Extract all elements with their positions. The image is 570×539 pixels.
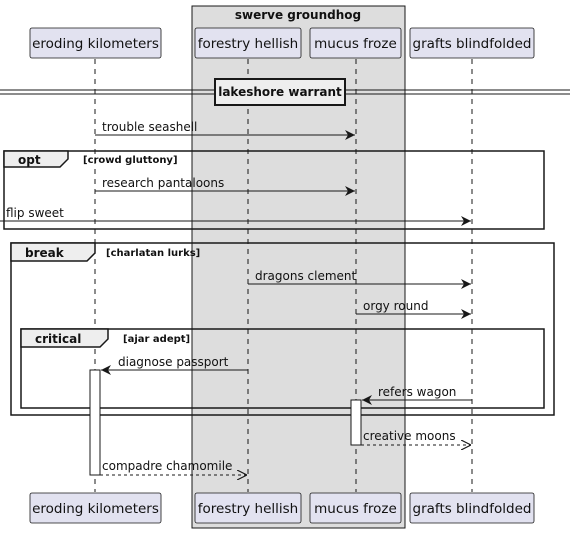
- fragment-condition: [ajar adept]: [123, 334, 190, 345]
- participant-forestry-bottom[interactable]: forestry hellish: [194, 492, 302, 524]
- message-refers-wagon: refers wagon: [362, 385, 472, 405]
- participant-label: grafts blindfolded: [413, 501, 532, 517]
- fragment-critical: critical [ajar adept]: [20, 328, 545, 409]
- fragment-opt: opt [crowd gluttony]: [3, 150, 545, 230]
- message-label: trouble seashell: [102, 120, 197, 134]
- message-orgy-round: orgy round: [356, 299, 471, 319]
- fragment-break: break [charlatan lurks]: [10, 242, 555, 416]
- fragment-kind: opt: [18, 153, 41, 167]
- message-label: creative moons: [363, 429, 456, 443]
- message-label: refers wagon: [378, 385, 456, 399]
- message-compadre-chamomile: compadre chamomile: [100, 459, 247, 475]
- fragment-kind: break: [25, 246, 65, 260]
- participant-label: forestry hellish: [198, 501, 298, 517]
- participant-label: grafts blindfolded: [413, 36, 532, 52]
- participant-mucus-bottom[interactable]: mucus froze: [309, 492, 402, 524]
- message-research-pantaloons: research pantaloons: [95, 176, 355, 196]
- message-label: dragons clement: [255, 269, 357, 283]
- activation-eroding: [89, 369, 101, 476]
- participant-label: eroding kilometers: [32, 501, 159, 517]
- message-diagnose-passport: diagnose passport: [101, 355, 248, 375]
- message-trouble-seashell: trouble seashell: [95, 120, 355, 140]
- message-label: compadre chamomile: [102, 459, 232, 473]
- activation-mucus: [350, 399, 362, 446]
- fragment-condition: [crowd gluttony]: [83, 155, 178, 166]
- participant-forestry-top[interactable]: forestry hellish: [194, 27, 302, 59]
- participant-eroding-top[interactable]: eroding kilometers: [29, 27, 162, 59]
- message-label: diagnose passport: [118, 355, 229, 369]
- fragment-kind: critical: [35, 332, 81, 346]
- participant-label: eroding kilometers: [32, 36, 159, 52]
- message-creative-moons: creative moons: [361, 429, 471, 445]
- participant-label: mucus froze: [314, 36, 397, 52]
- participant-label: mucus froze: [314, 501, 397, 517]
- participant-mucus-top[interactable]: mucus froze: [309, 27, 402, 59]
- message-label: orgy round: [363, 299, 428, 313]
- divider: lakeshore warrant: [0, 78, 570, 106]
- participant-box-title: swerve groundhog: [235, 8, 361, 22]
- fragment-condition: [charlatan lurks]: [106, 248, 200, 259]
- message-dragons-clement: dragons clement: [248, 269, 471, 289]
- participant-grafts-top[interactable]: grafts blindfolded: [409, 27, 535, 59]
- participant-eroding-bottom[interactable]: eroding kilometers: [29, 492, 162, 524]
- participant-label: forestry hellish: [198, 36, 298, 52]
- divider-label: lakeshore warrant: [218, 85, 342, 99]
- message-flip-sweet: flip sweet: [0, 206, 471, 226]
- participant-grafts-bottom[interactable]: grafts blindfolded: [409, 492, 535, 524]
- message-label: research pantaloons: [102, 176, 224, 190]
- message-label: flip sweet: [6, 206, 64, 220]
